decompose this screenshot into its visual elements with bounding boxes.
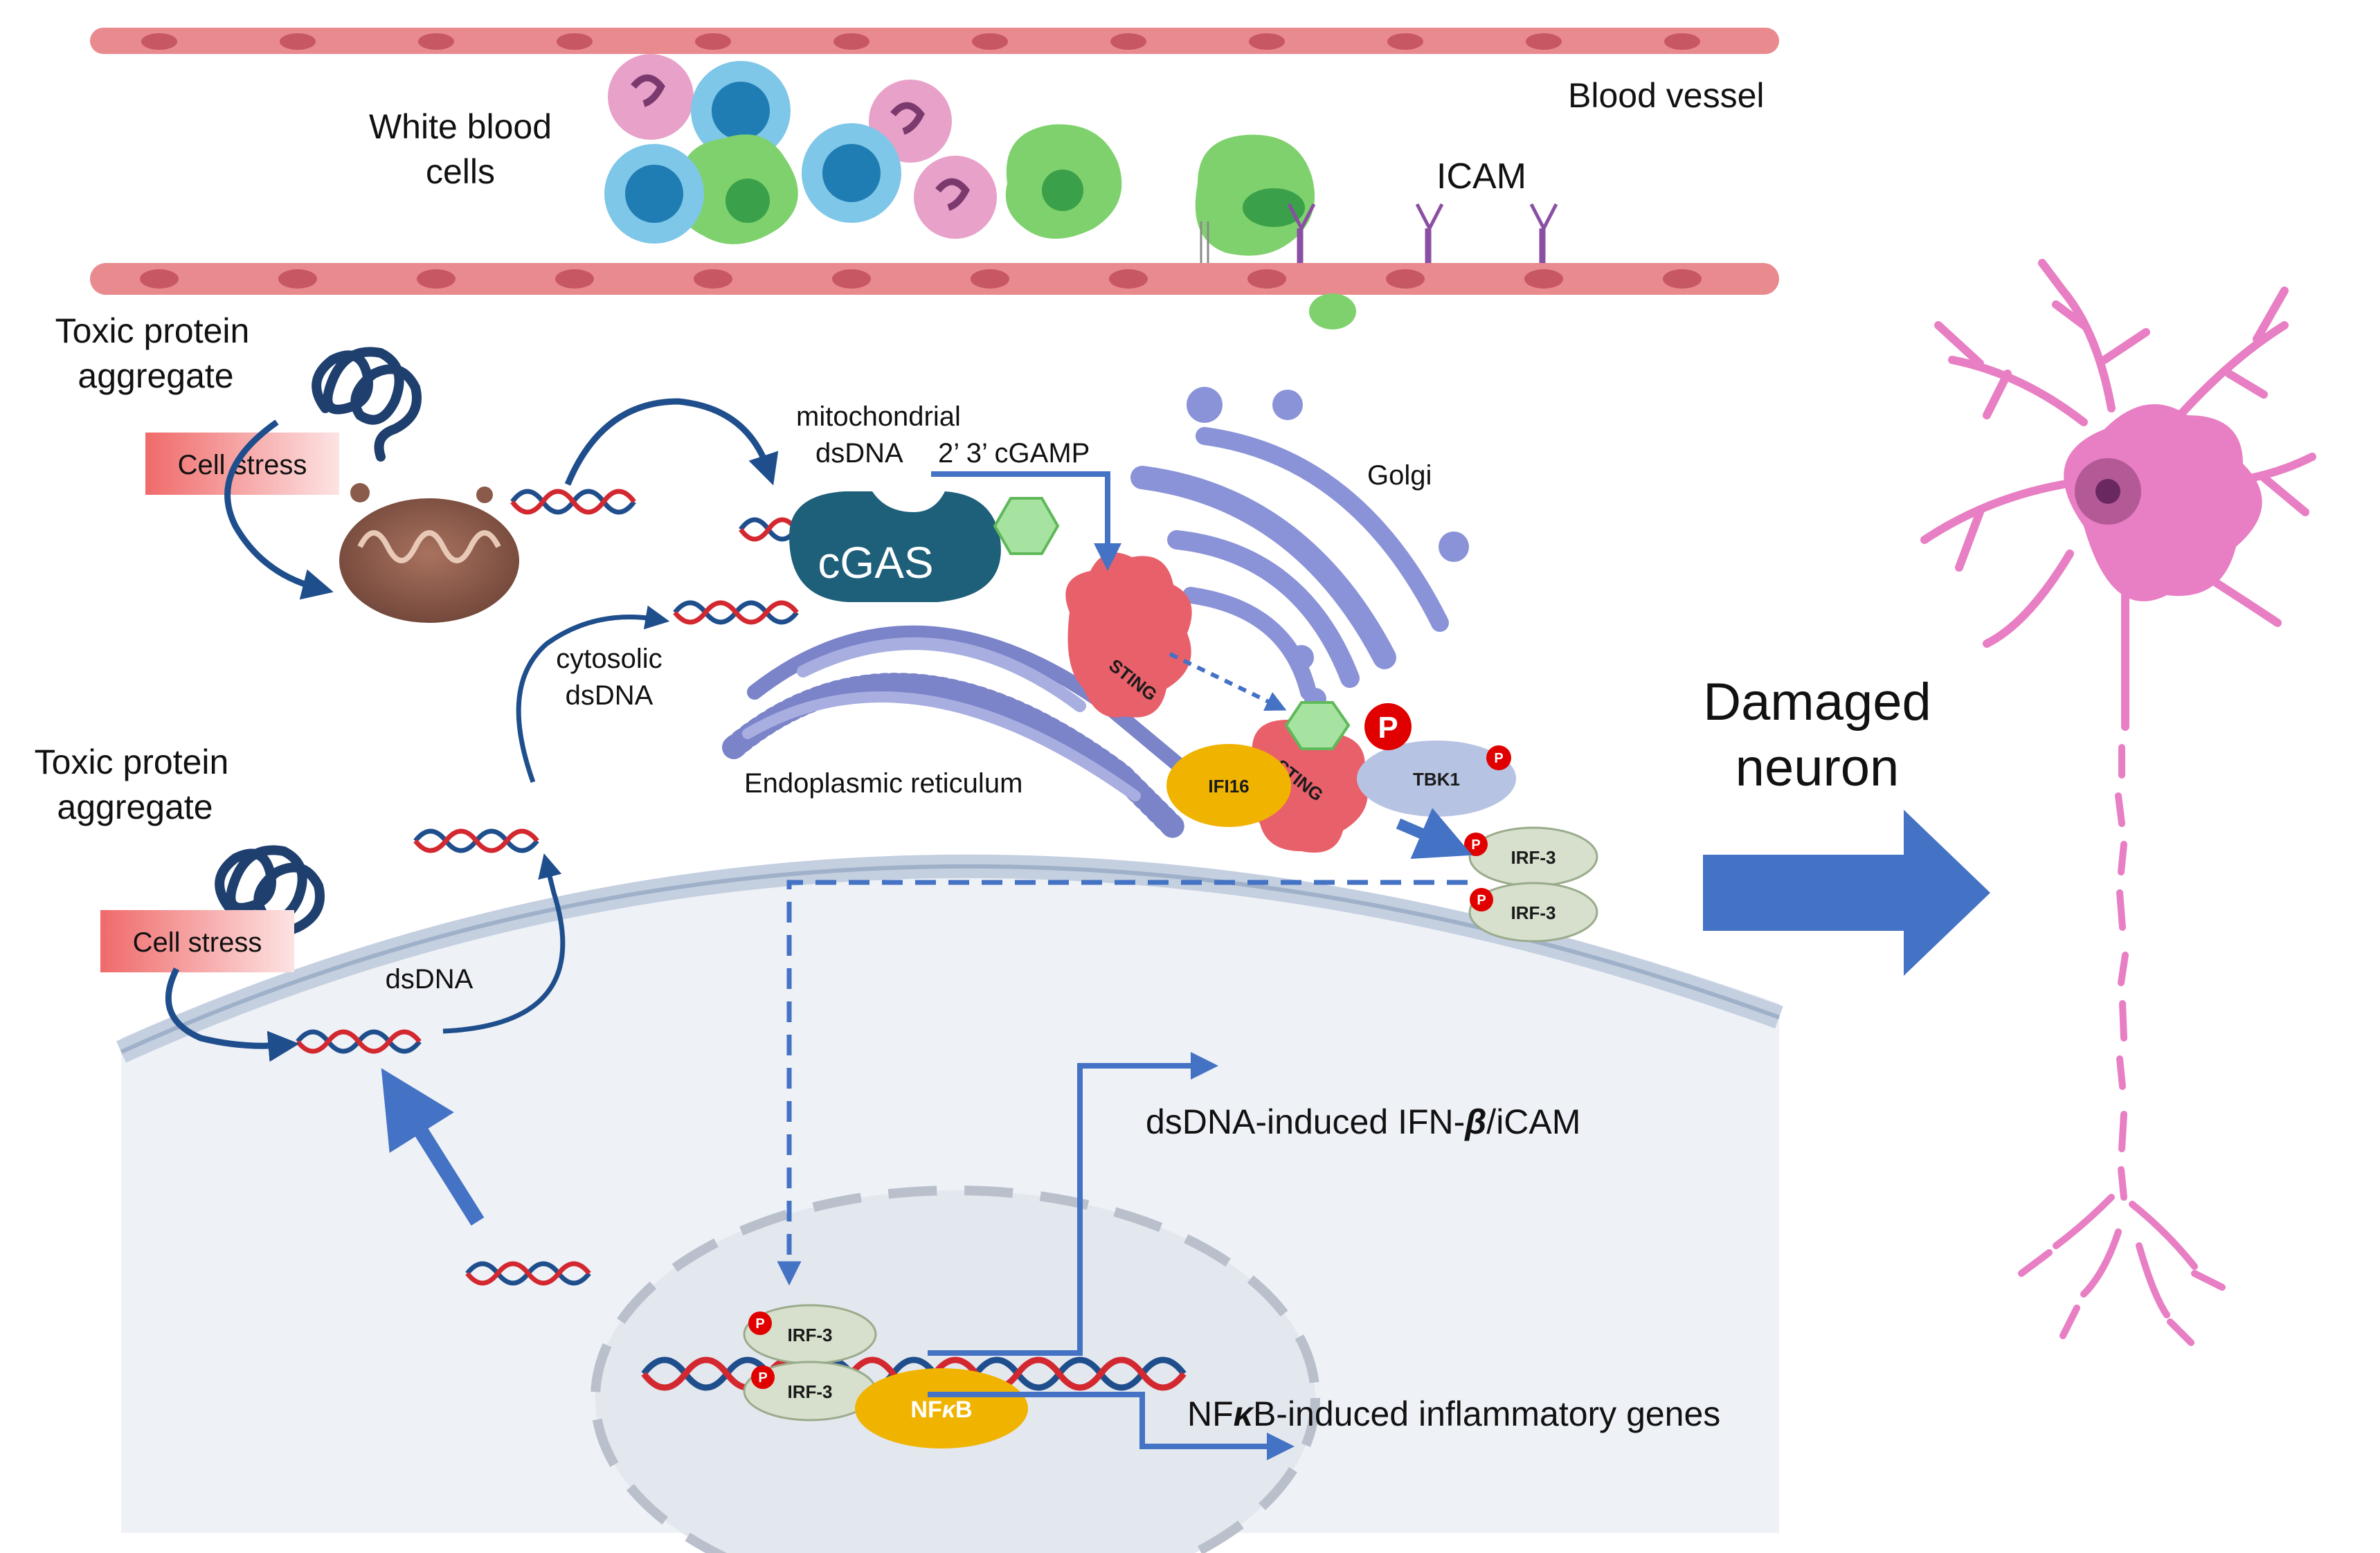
- blood-vessel: White blood cells Blood vessel ICAM: [90, 28, 1779, 329]
- tbk1-protein: TBK1: [1357, 741, 1516, 817]
- arrow-extracellular-dna-in: [381, 1068, 485, 1226]
- cell-stress-box-bottom: Cell stress: [100, 910, 294, 972]
- vessel-wall-bottom: [90, 263, 1779, 295]
- green-monocyte-cell: [680, 134, 798, 244]
- irf3-dimer-nucleus: IRF-3 P IRF-3 P: [743, 1304, 877, 1422]
- cgas-enzyme: cGAS: [789, 491, 1001, 602]
- icam-receptor: [1415, 203, 1444, 263]
- icam-receptor: [1287, 203, 1316, 263]
- icam-receptors: [1200, 203, 1558, 263]
- phospho-badge-large: P: [1364, 703, 1412, 750]
- phospho-label: P: [1494, 751, 1503, 766]
- arrow-sting-translocation: [1169, 652, 1287, 711]
- irf3-label: IRF-3: [1511, 847, 1556, 868]
- nfkb-protein-label: NFκB: [910, 1397, 972, 1423]
- pathway-arrows: [165, 398, 1472, 1460]
- ifi16-protein: IFI16: [1166, 744, 1291, 827]
- tbk1-label: TBK1: [1413, 769, 1460, 790]
- cgas-label: cGAS: [818, 538, 933, 588]
- damaged-neuron-arrow: [1703, 810, 1990, 976]
- irf3-dimer-membrane: IRF-3 P IRF-3 P: [1464, 826, 1598, 943]
- ifn-icam-label: dsDNA-induced IFN-β/iCAM: [1146, 1102, 1580, 1141]
- toxic-protein-aggregate-label: aggregate: [78, 356, 233, 395]
- ifi16-label: IFI16: [1208, 776, 1249, 797]
- irf3-label: IRF-3: [788, 1381, 833, 1402]
- dna-strand: [739, 517, 798, 542]
- icam-receptor: [1529, 203, 1558, 263]
- cgamp-molecule: [993, 497, 1060, 555]
- mitochondrial-dsdna-label: dsDNA: [815, 438, 903, 469]
- dna-strand: [465, 1261, 591, 1286]
- arrow-nfkb-transcription: [928, 1392, 1295, 1460]
- white-blood-cells: [604, 54, 1356, 329]
- nfkb-genes-label: NFκB-induced inflammatory genes: [1187, 1395, 1720, 1433]
- phospho-label: P: [1378, 711, 1398, 745]
- cell-stress-box-top: Cell stress: [145, 433, 339, 495]
- irf3-label: IRF-3: [1511, 902, 1556, 923]
- arrow-stress-to-dsdna-bottom: [165, 967, 300, 1062]
- toxic-protein-aggregate-label: aggregate: [57, 788, 213, 826]
- blue-lymphocyte-cell: [604, 144, 704, 244]
- sting-protein-upper: STING: [1065, 552, 1192, 718]
- toxic-protein-aggregate-label: Toxic protein: [55, 311, 250, 350]
- cgamp-label: 2’ 3’ cGAMP: [938, 438, 1090, 469]
- arrow-stress-to-mito-top: [224, 419, 334, 600]
- phospho-badge-tbk1: P: [1486, 745, 1511, 770]
- damaged-neuron-label: neuron: [1736, 738, 1900, 797]
- blue-lymphocyte-cell: [802, 123, 901, 223]
- white-blood-cells-label: White blood: [369, 107, 552, 146]
- arrow-tbk1-to-irf3: [1396, 808, 1472, 860]
- damaged-neuron: [1920, 259, 2316, 1346]
- arrow-mito-to-cgas: [564, 398, 779, 486]
- green-monocyte-cell: [1005, 124, 1122, 239]
- dna-strand: [296, 1029, 422, 1054]
- dna-strand: [510, 489, 636, 515]
- icam-label: ICAM: [1436, 156, 1526, 197]
- green-monocyte-cell-transmigrating: [1195, 134, 1356, 329]
- toxic-protein-aggregate-top: [312, 347, 422, 462]
- svg-text:P: P: [1471, 837, 1480, 853]
- toxic-protein-aggregate-label: Toxic protein: [35, 743, 229, 781]
- toxic-protein-aggregate-bottom: [215, 845, 325, 960]
- cytosolic-dsdna-label: cytosolic: [556, 644, 662, 674]
- blue-lymphocyte-cell: [691, 61, 791, 161]
- dna-strand: [673, 600, 799, 625]
- irf3-label: IRF-3: [788, 1325, 833, 1345]
- endoplasmic-reticulum-label: Endoplasmic reticulum: [744, 768, 1022, 799]
- arrow-ifn-transcription: [928, 1052, 1218, 1356]
- nfkb-protein: NFκB: [855, 1368, 1028, 1448]
- golgi-label: Golgi: [1367, 460, 1432, 491]
- arrow-cytosolic-to-er: [516, 605, 670, 783]
- dsdna-label: dsDNA: [386, 964, 474, 995]
- blood-vessel-label: Blood vessel: [1568, 76, 1765, 115]
- arrow-cgamp-to-sting: [931, 471, 1121, 571]
- svg-text:P: P: [1477, 893, 1486, 908]
- mitochondrial-dsdna-label: mitochondrial: [796, 401, 961, 432]
- vessel-wall-top: [90, 28, 1779, 54]
- pink-neutrophil-cell: [608, 54, 694, 140]
- white-blood-cells-label: cells: [426, 152, 495, 191]
- arrow-dsdna-to-cytosol: [442, 853, 566, 1034]
- sting-protein-lower: STING: [1247, 701, 1368, 853]
- pink-neutrophil-cell: [914, 156, 997, 239]
- dna-strand: [413, 828, 539, 853]
- damaged-neuron-label: Damaged: [1703, 673, 1931, 732]
- cytosolic-dsdna-label: dsDNA: [566, 680, 653, 711]
- mitochondrion: [339, 483, 519, 623]
- arrow-irf3-to-nucleus: [777, 880, 1468, 1286]
- endoplasmic-reticulum: [722, 625, 1198, 842]
- golgi-apparatus: [1130, 387, 1469, 710]
- cell-stress-label: Cell stress: [133, 927, 262, 958]
- svg-text:P: P: [755, 1316, 764, 1332]
- svg-text:P: P: [758, 1370, 767, 1386]
- cell: [116, 854, 1783, 1553]
